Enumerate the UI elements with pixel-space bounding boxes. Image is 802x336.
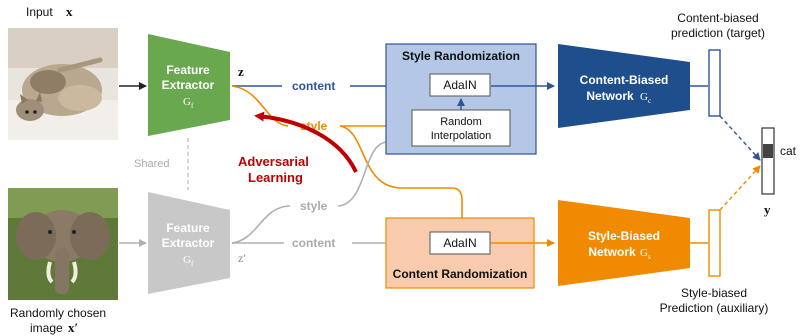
adversarial-line1: Adversarial (238, 154, 309, 169)
z-bottom-label: z′ (238, 251, 246, 265)
style-top-branch (231, 85, 289, 127)
content-bottom-label: content (292, 236, 335, 250)
style-bottom-branch (231, 205, 291, 244)
input-bottom-line2: image (30, 321, 63, 335)
pred-bottom-line1: Style-biased (681, 286, 747, 300)
adversarial-arrow (254, 111, 358, 173)
output-class-label: cat (780, 144, 797, 158)
content-prediction-bar (708, 49, 721, 117)
style-top-to-content-adain (339, 125, 466, 229)
pred-top-line2: prediction (target) (671, 26, 765, 40)
style-biased-network (558, 200, 690, 286)
content-net-line2: Network (586, 89, 634, 103)
interp-line1: Random (440, 116, 482, 128)
pred-top-line1: Content-biased (677, 11, 758, 25)
style-to-output-dashed (719, 165, 761, 211)
content-net-sub: G (640, 91, 648, 103)
extractor-bottom-sub: G (183, 254, 191, 266)
content-adain-box (429, 231, 491, 255)
content-adain-label: AdaIN (443, 236, 476, 250)
extractor-top-line2: Extractor (162, 78, 215, 92)
z-top-label: z (238, 64, 244, 79)
extractor-bottom-line1: Feature (166, 221, 210, 235)
input-bottom-line1: Randomly chosen (10, 306, 106, 320)
content-net-line1: Content-Biased (580, 73, 669, 87)
content-biased-network (558, 44, 690, 128)
content-to-output-dashed (719, 115, 761, 161)
extractor-bottom-subsub: f (191, 260, 194, 268)
feature-extractor-top (148, 34, 230, 136)
style-rand-title: Style Randomization (402, 49, 520, 63)
cat-image (8, 28, 118, 140)
extractor-top-subsub: f (191, 102, 194, 110)
random-interpolation-box (411, 109, 511, 147)
extractor-bottom-line2: Extractor (162, 236, 215, 250)
extractor-top-line1: Feature (166, 63, 210, 77)
style-net-sub: G (640, 247, 648, 259)
input-bottom-var: x′ (68, 320, 78, 335)
style-adain-label: AdaIN (443, 78, 476, 92)
input-top-var: x (66, 4, 73, 19)
output-var: y (764, 202, 771, 217)
feature-extractor-bottom (148, 192, 230, 294)
style-net-line2: Network (588, 245, 636, 259)
content-net-subsub: c (648, 97, 651, 105)
extractor-top-sub: G (183, 96, 191, 108)
content-top-label: content (292, 79, 335, 93)
input-top-label: Input (26, 5, 53, 19)
elephant-image (8, 188, 118, 300)
output-bar (761, 127, 775, 195)
content-rand-title: Content Randomization (393, 267, 528, 281)
output-bar-highlight (763, 144, 773, 158)
style-net-line1: Style-Biased (588, 229, 660, 243)
style-net-subsub: s (648, 253, 651, 261)
adversarial-line2: Learning (248, 170, 303, 185)
interp-line2: Interpolation (431, 130, 492, 142)
style-prediction-bar (708, 209, 721, 277)
style-bottom-label: style (300, 199, 328, 213)
shared-label: Shared (134, 158, 169, 170)
pred-bottom-line2: Prediction (auxiliary) (660, 301, 769, 315)
style-adain-box (429, 73, 491, 97)
